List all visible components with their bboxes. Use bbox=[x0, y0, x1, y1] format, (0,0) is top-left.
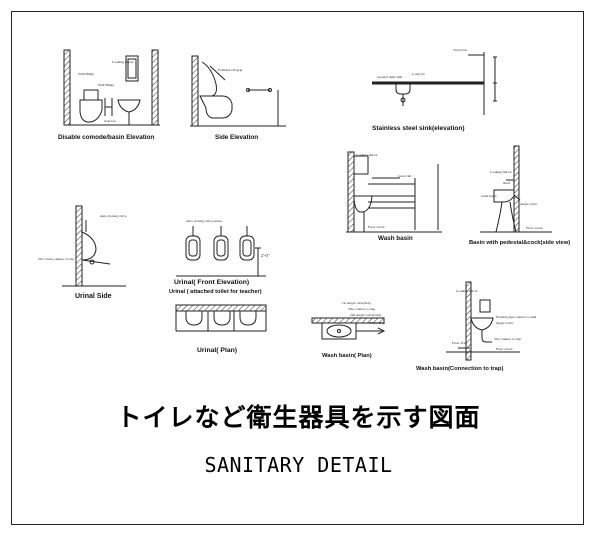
sink-note-general: General light sink bbox=[377, 75, 402, 79]
sink-note-towel-bar: Towel bar bbox=[453, 48, 468, 52]
commode-note-mirror: Looking mirror bbox=[112, 60, 135, 64]
trap-note-connect: The connect to trap bbox=[494, 337, 521, 341]
pedestal-note-floor: Floor Level bbox=[526, 226, 542, 230]
basin-plan-note-floor-trap: Floor Trap bbox=[370, 321, 385, 325]
urinal-side-note-valve: Auto closing valve bbox=[100, 214, 127, 218]
wash-basin-drawing bbox=[346, 151, 442, 233]
urinal-plan-drawing bbox=[175, 304, 267, 332]
stainless-sink-drawing bbox=[372, 52, 497, 115]
basin-plan-note-cold: 2nd Angle valve(cold) bbox=[350, 313, 382, 317]
sink-note-long-bar: Long bar bbox=[412, 72, 426, 76]
urinal-front-note-sensor: Auto closing valve sensor bbox=[186, 219, 223, 223]
urinal-front-subcaption: Urinal ( attached toilet for teacher) bbox=[169, 289, 262, 295]
urinal-side-note-waste: The waste connect to trap bbox=[38, 257, 74, 261]
basin-plan-note-trap: Tile connect to trap bbox=[348, 307, 375, 311]
urinal-front-caption: Urinal( Front Elevation) bbox=[174, 279, 249, 286]
wash-basin-caption: Wash basin bbox=[378, 235, 413, 242]
side-elevation-drawing bbox=[190, 55, 286, 127]
pedestal-note-valve: Angle valve bbox=[520, 202, 537, 206]
title-japanese: トイレなど衛生器具を示す図面 bbox=[116, 403, 481, 432]
side-elevation-caption: Side Elevation bbox=[215, 134, 258, 141]
urinal-front-note-dim: 2'-0" bbox=[261, 253, 270, 258]
basin-plan-note-hot: 1st Angle valve(hot) bbox=[342, 301, 371, 305]
commode-note-grip: Grip bar bbox=[104, 119, 117, 123]
basin-note-towel: towel rail bbox=[398, 174, 411, 178]
trap-note-valve: Angle valve bbox=[496, 321, 513, 325]
drawing-frame bbox=[11, 11, 584, 525]
commode-note-hinge-2: Wall Hinge bbox=[98, 83, 114, 87]
trap-note-flexible: Flexible pipe connect to sink bbox=[496, 315, 537, 319]
disable-commode-drawing bbox=[63, 49, 160, 126]
urinal-plan-caption: Urinal( Plan) bbox=[197, 347, 237, 354]
urinal-front-drawing bbox=[176, 226, 266, 277]
trap-note-floor-trap: Floor Trap bbox=[452, 341, 467, 345]
wash-basin-plan-drawing bbox=[311, 317, 386, 340]
commode-note-hinge-1: Wall Hinge bbox=[78, 72, 94, 76]
side-elevation-note: Foldable rail grip bbox=[218, 68, 243, 72]
pedestal-note-shelf: shelf bbox=[503, 181, 511, 185]
basin-note-mirror: Looking mirror bbox=[356, 153, 379, 157]
stainless-sink-caption: Stainless steel sink(elevation) bbox=[372, 125, 464, 132]
basin-pedestal-drawing bbox=[480, 145, 552, 233]
pedestal-note-basin: wash basin bbox=[481, 194, 497, 198]
basin-note-floor: Floor Level bbox=[368, 225, 384, 229]
pedestal-note-mirror: Looking mirror bbox=[490, 170, 513, 174]
trap-note-mirror: Looking mirror bbox=[456, 289, 479, 293]
wash-basin-plan-caption: Wash basin( Plan) bbox=[322, 353, 372, 359]
wash-basin-trap-caption: Wash basin(Connection to trap) bbox=[416, 366, 503, 372]
title-english: SANITARY DETAIL bbox=[204, 453, 393, 477]
urinal-side-caption: Urinal Side bbox=[75, 293, 112, 300]
wash-basin-trap-drawing bbox=[446, 281, 520, 361]
disable-commode-caption: Disable comode/basin Elevation bbox=[58, 134, 154, 141]
urinal-side-drawing bbox=[62, 205, 126, 287]
trap-note-floor-level: Floor Level bbox=[496, 347, 512, 351]
basin-pedestal-caption: Basin with pedestal&cock(side view) bbox=[469, 240, 570, 246]
